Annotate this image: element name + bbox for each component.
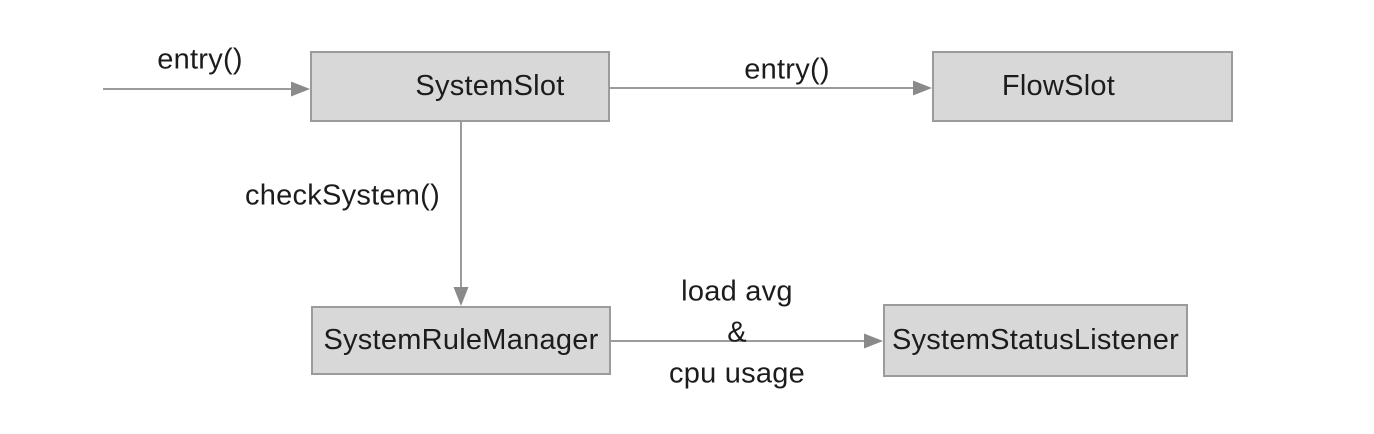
node-system-slot-label: SystemSlot [415, 70, 565, 102]
edge-entry-start-arrow [103, 81, 310, 97]
node-flow-slot-label: FlowSlot [1001, 70, 1116, 102]
edge-entry-flowslot-arrow [610, 80, 932, 96]
node-flow-slot: FlowSlot [932, 51, 1233, 122]
edge-label-load-avg-line1: load avg [681, 275, 793, 308]
node-system-status-listener: SystemStatusListener [883, 304, 1188, 377]
edge-label-entry-start: entry() [157, 43, 243, 76]
edge-loadavg-arrow [611, 333, 883, 349]
edge-checksystem-arrow [453, 122, 469, 306]
edge-label-load-avg-line2: & [727, 316, 747, 349]
node-system-status-listener-label: SystemStatusListener [891, 324, 1180, 356]
edge-label-entry-flowslot: entry() [744, 53, 830, 86]
node-system-slot: SystemSlot [310, 51, 610, 122]
node-system-rule-manager: SystemRuleManager [311, 306, 611, 375]
edge-label-load-avg-cpu-usage: load avg & cpu usage [669, 272, 805, 395]
edge-label-checksystem: checkSystem() [244, 179, 440, 212]
edge-label-load-avg-line3: cpu usage [668, 357, 806, 390]
node-system-rule-manager-label: SystemRuleManager [323, 324, 599, 356]
